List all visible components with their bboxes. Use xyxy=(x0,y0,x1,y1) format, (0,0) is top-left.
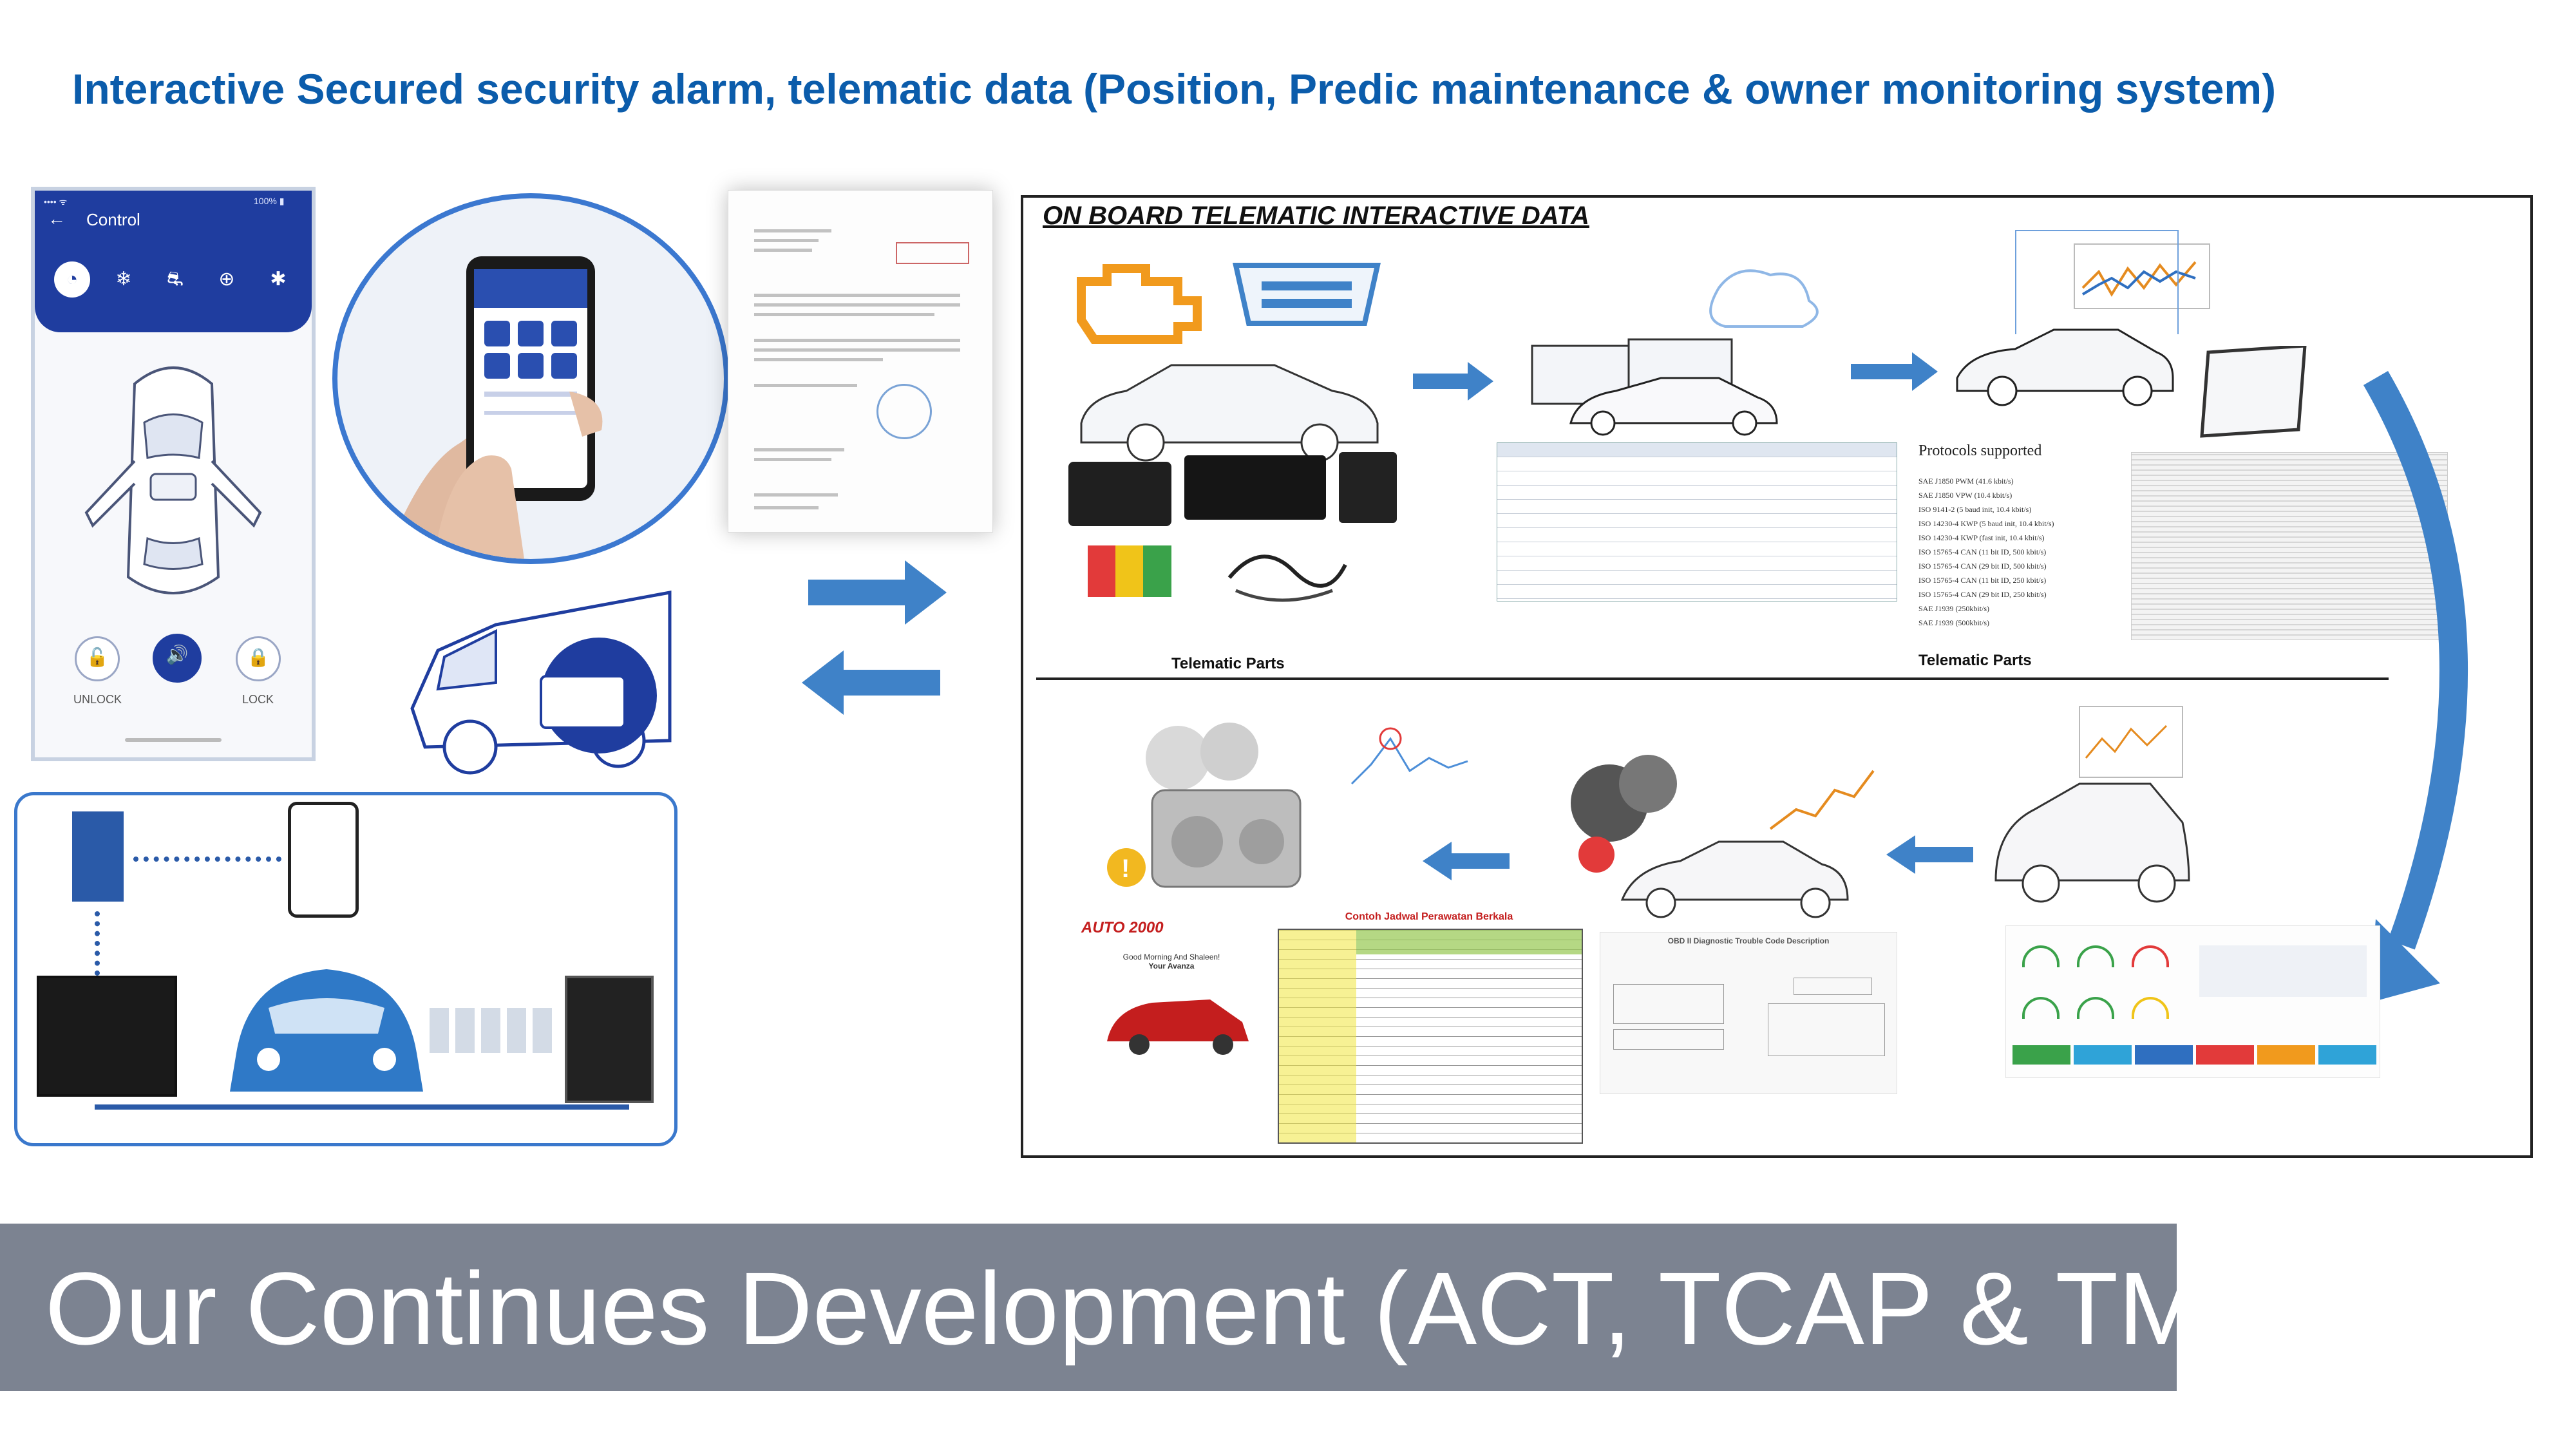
obd-connector-icon xyxy=(1233,263,1381,326)
curved-flow-arrow xyxy=(2363,370,2468,1003)
svg-text:!: ! xyxy=(1121,855,1130,883)
hand-phone-illustration xyxy=(385,256,603,559)
gps-module-photo xyxy=(1184,455,1326,520)
home-indicator xyxy=(125,738,222,742)
arrow-right-icon xyxy=(808,560,947,625)
app-title: Control xyxy=(86,210,140,229)
page-title: Interactive Secured security alarm, tele… xyxy=(72,65,2277,113)
bottom-banner: Our Continues Development (ACT, TCAP & T… xyxy=(0,1224,2313,1391)
obd-module-device xyxy=(565,976,654,1103)
protocol-item: SAE J1850 PWM (41.6 kbit/s) xyxy=(1918,477,2014,486)
car-wash-icon[interactable]: ⛐ xyxy=(167,269,184,290)
smoking-car-illustration xyxy=(1571,755,1875,918)
obd-dongle-photo xyxy=(1339,452,1397,523)
obd-dtc-description: OBD II Diagnostic Trouble Code Descripti… xyxy=(1600,932,1897,1094)
line-chart-thumbnail xyxy=(2074,243,2210,309)
red-mpv-illustration xyxy=(1107,999,1249,1055)
telematic-parts-caption-left: Telematic Parts xyxy=(1171,655,1285,672)
agreement-document-scan xyxy=(728,190,993,533)
protocol-item: ISO 14230-4 KWP (fast init, 10.4 kbit/s) xyxy=(1918,533,2045,542)
check-engine-icon xyxy=(1077,264,1202,344)
sports-car-illustration xyxy=(1956,328,2174,406)
device-connection-diagram xyxy=(14,792,677,1146)
maintenance-schedule-title: Contoh Jadwal Perawatan Berkala xyxy=(1345,911,1513,922)
banner-title: Our Continues Development (ACT, TCAP & T… xyxy=(45,1251,2313,1366)
protocol-item: ISO 9141-2 (5 baud init, 10.4 kbit/s) xyxy=(1918,505,2032,514)
lock-label: LOCK xyxy=(242,693,274,706)
protocol-item: ISO 15765-4 CAN (11 bit ID, 250 kbit/s) xyxy=(1918,576,2047,585)
flow-arrow-left-2 xyxy=(1886,835,1973,874)
flow-arrow-right-2 xyxy=(1851,352,1938,391)
search-car-icon[interactable]: ⊕ xyxy=(218,269,235,290)
unlock-label: UNLOCK xyxy=(73,693,122,706)
protocol-item: ISO 15765-4 CAN (11 bit ID, 500 kbit/s) xyxy=(1918,547,2047,556)
auto2000-logo: AUTO 2000 xyxy=(1081,919,1164,936)
protocol-item: ISO 15765-4 CAN (29 bit ID, 500 kbit/s) xyxy=(1918,562,2047,571)
protocols-supported-list: Protocols supported SAE J1850 PWM (41.6 … xyxy=(1918,442,2112,630)
car-top-view-illustration xyxy=(84,366,262,594)
snowflake-icon[interactable]: ❄ xyxy=(115,269,132,290)
tracker-device-photo xyxy=(1068,462,1171,526)
sedan-car-illustration xyxy=(1080,364,1379,462)
back-arrow-icon[interactable]: ← xyxy=(48,209,66,229)
protocol-item: ISO 15765-4 CAN (29 bit ID, 250 kbit/s) xyxy=(1918,590,2047,599)
wiring-harness-photo xyxy=(1227,554,1347,602)
arrow-left-icon xyxy=(802,650,940,715)
gauge-icon[interactable]: ◔ xyxy=(54,261,90,298)
sim-cards-photo xyxy=(1088,545,1171,597)
telematic-data-panel: ON BOARD TELEMATIC INTERACTIVE DATA xyxy=(1021,195,2533,1158)
smartphone-icon xyxy=(288,802,359,918)
auto2000-greeting: Good Morning And Shaleen! xyxy=(1122,952,1220,961)
protocol-item: SAE J1850 VPW (10.4 kbit/s) xyxy=(1918,491,2012,500)
car-front-illustration xyxy=(230,969,423,1092)
phone-app-screenshot: •••• ᯤ 100% ▮ ← Control ◔ ❄ ⛐ ⊕ ✱ 🔓 🔊 🔒 … xyxy=(31,187,316,761)
flow-arrow-right-1 xyxy=(1413,362,1493,401)
horn-button[interactable]: 🔊 xyxy=(153,634,202,683)
section-divider xyxy=(1036,677,2389,680)
obd-mode-table xyxy=(1497,442,1897,601)
obd-dtc-title: OBD II Diagnostic Trouble Code Descripti… xyxy=(1667,936,1830,945)
protocols-title: Protocols supported xyxy=(1918,442,2042,459)
connected-vehicles-illustration xyxy=(1531,269,1819,436)
protocol-item: SAE J1939 (500kbit/s) xyxy=(1918,618,1990,627)
monitor-icon xyxy=(2200,346,2307,438)
trend-chart-thumbnail xyxy=(1350,727,1468,785)
protocol-item: ISO 14230-4 KWP (5 baud init, 10.4 kbit/… xyxy=(1918,519,2054,528)
telematic-parts-caption-right: Telematic Parts xyxy=(1918,652,2032,669)
van-illustration xyxy=(410,590,672,775)
hatchback-laptop-illustration xyxy=(1994,706,2190,903)
engine-parts-illustration: ! xyxy=(1107,723,1302,888)
hand-phone-photo xyxy=(332,193,729,564)
maintenance-schedule-table xyxy=(1278,929,1583,1144)
unlock-button[interactable]: 🔓 xyxy=(75,636,120,681)
bluetooth-icon[interactable]: ✱ xyxy=(270,269,287,290)
gauge-dashboard-screenshot xyxy=(2005,925,2380,1078)
status-bar-right: 100% ▮ xyxy=(254,196,285,206)
status-bar-left: •••• ᯤ xyxy=(44,196,68,207)
lock-button[interactable]: 🔒 xyxy=(236,636,281,681)
gps-tracker-device xyxy=(37,976,177,1097)
server-icon xyxy=(72,811,124,902)
flow-arrow-left-1 xyxy=(1423,842,1510,880)
company-seal xyxy=(876,384,932,439)
confidential-stamp xyxy=(896,242,969,264)
auto2000-car-name: Your Avanza xyxy=(1148,961,1195,971)
panel-title: ON BOARD TELEMATIC INTERACTIVE DATA xyxy=(1043,202,1589,230)
protocol-item: SAE J1939 (250kbit/s) xyxy=(1918,604,1990,613)
auto2000-app-screenshot: AUTO 2000 Good Morning And Shaleen! Your… xyxy=(1081,919,1262,1144)
app-header: •••• ᯤ 100% ▮ ← Control ◔ ❄ ⛐ ⊕ ✱ xyxy=(35,191,312,332)
